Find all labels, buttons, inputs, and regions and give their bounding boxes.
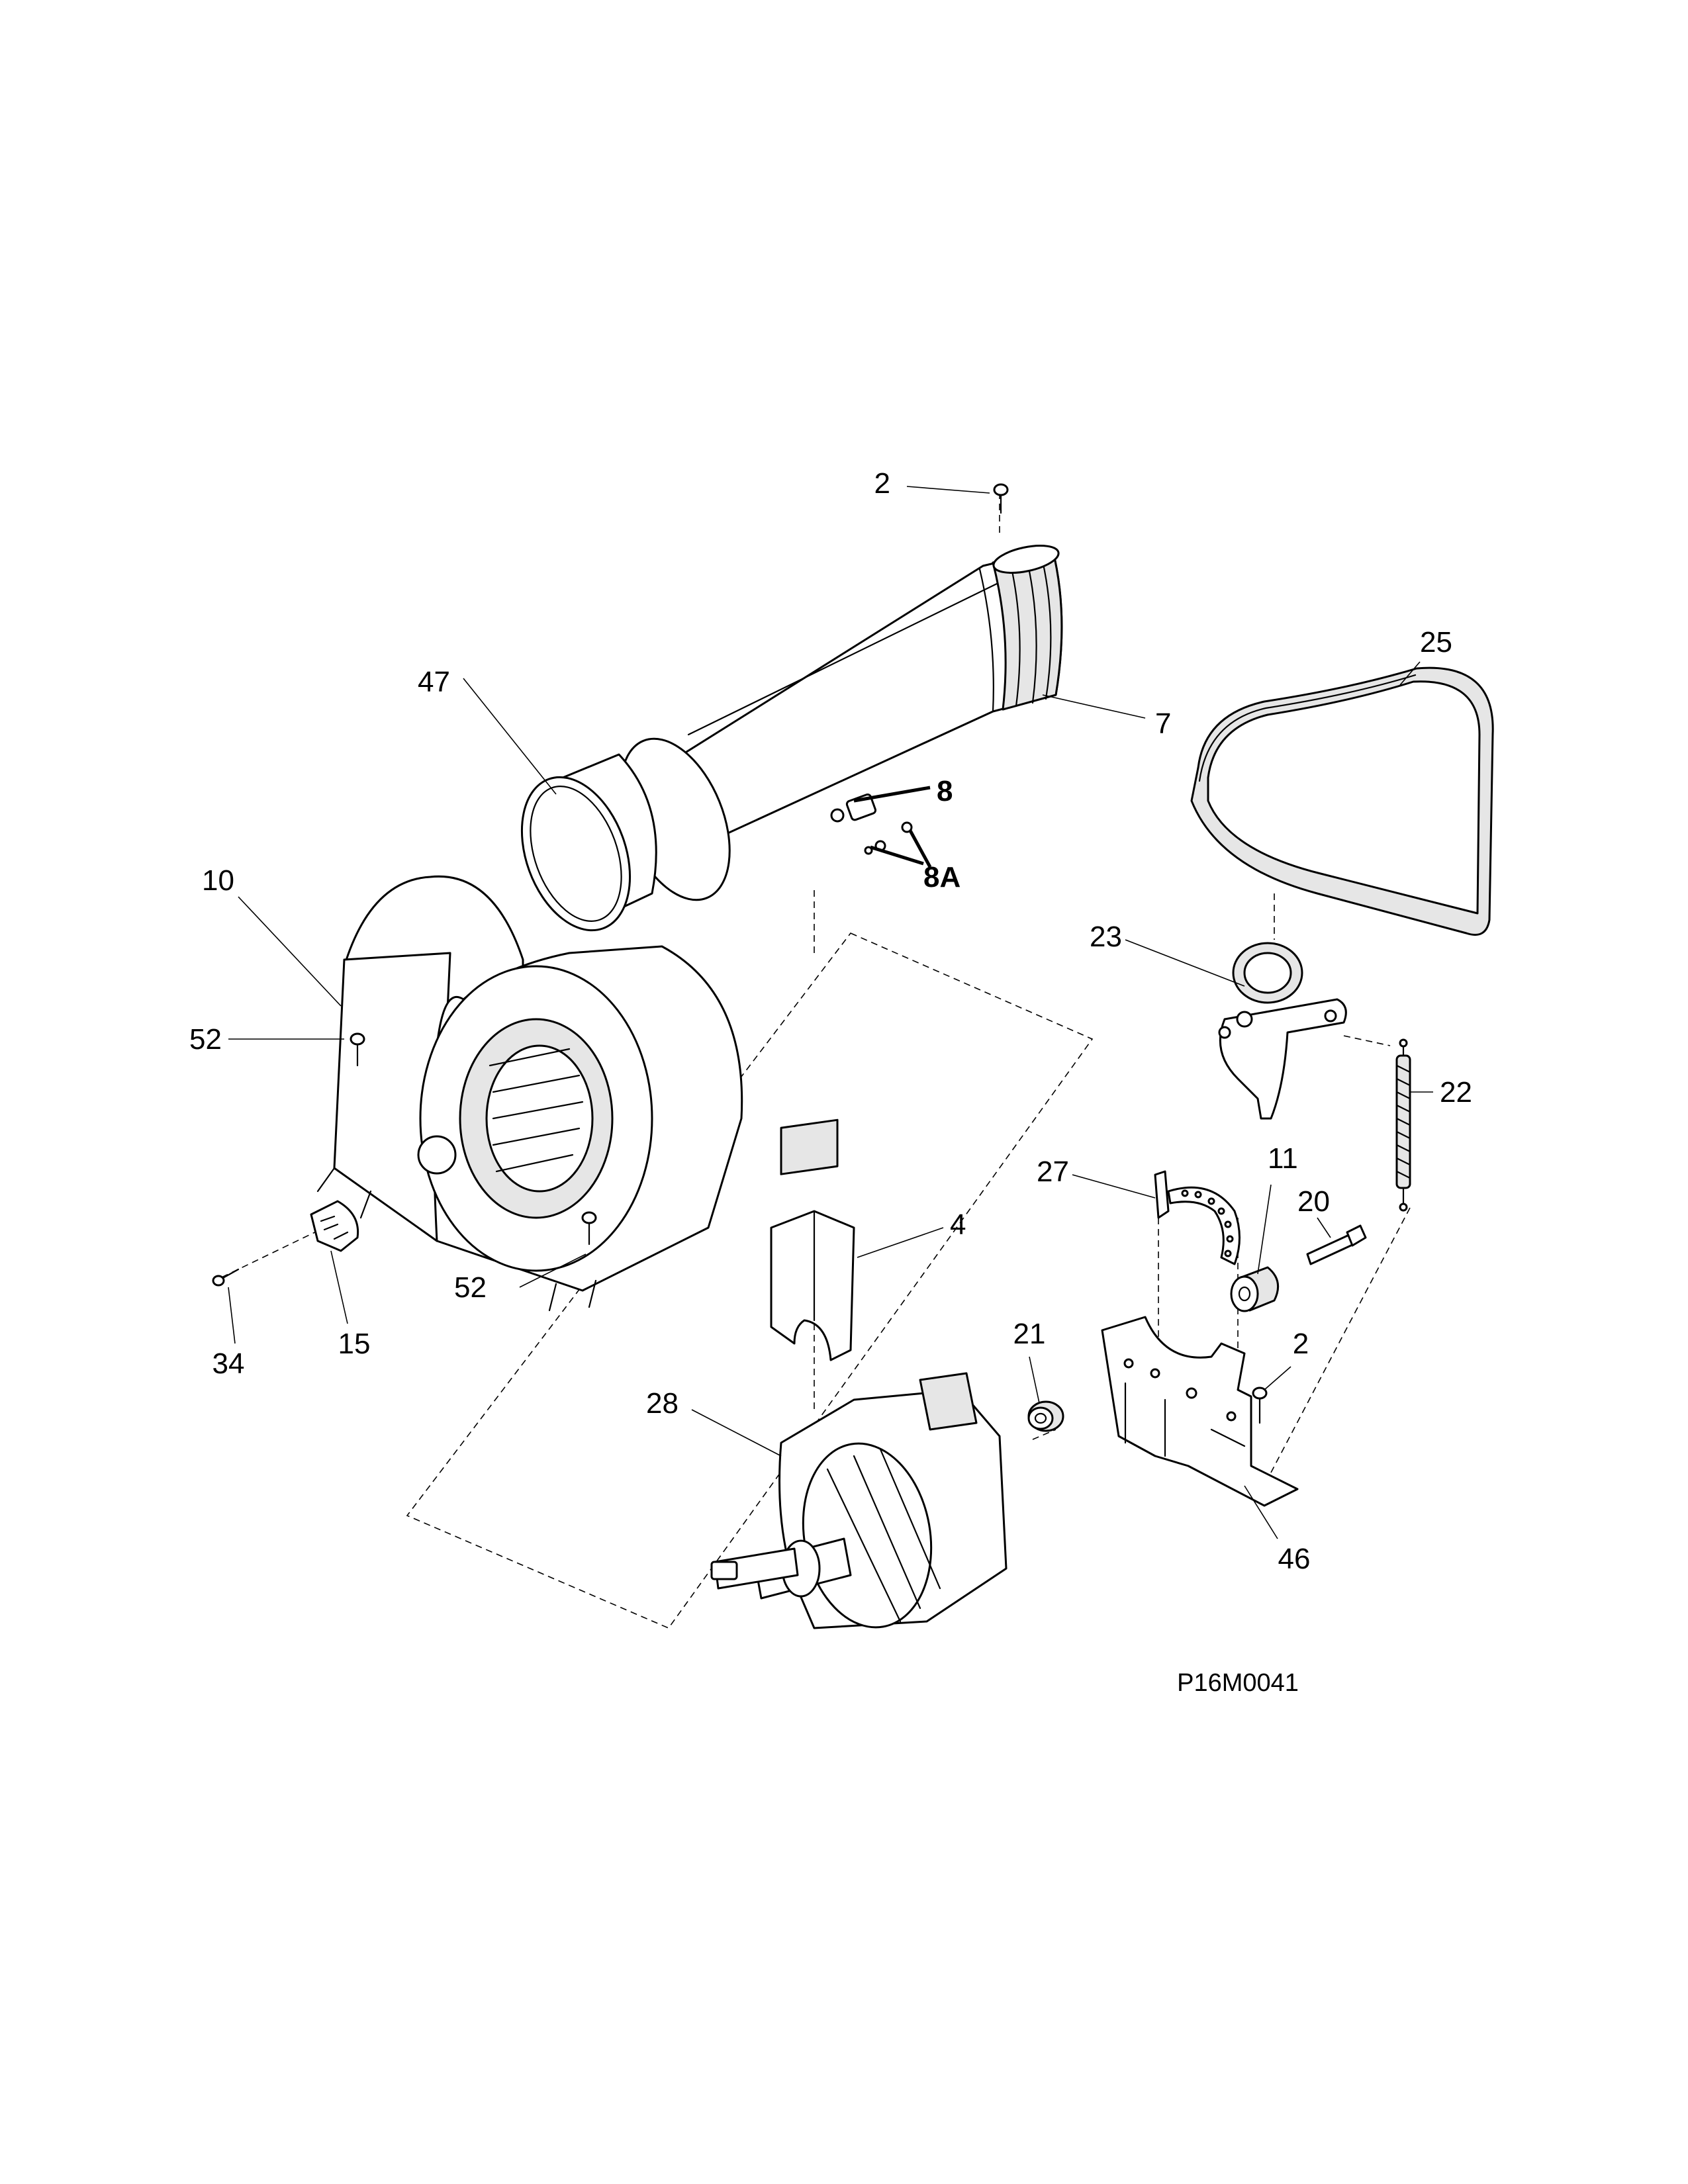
callout-2-top: 2 xyxy=(874,467,890,500)
callout-21: 21 xyxy=(1013,1318,1046,1350)
screw-part-52-lower xyxy=(581,1211,597,1246)
callout-20: 20 xyxy=(1297,1185,1330,1218)
drive-belt-part-25 xyxy=(1190,666,1494,936)
motor-bracket-part-46 xyxy=(1101,1316,1299,1507)
callout-8a: 8A xyxy=(923,861,961,893)
callout-46: 46 xyxy=(1278,1543,1311,1575)
callout-28: 28 xyxy=(646,1387,679,1420)
screw-part-2-bracket xyxy=(1252,1387,1268,1424)
callout-47: 47 xyxy=(418,666,450,698)
bumper-part-11 xyxy=(1230,1266,1280,1312)
diagram-code: P16M0041 xyxy=(1177,1669,1299,1697)
motor-mount-part-4 xyxy=(770,1118,855,1361)
callout-52-upper: 52 xyxy=(189,1023,222,1056)
callout-15: 15 xyxy=(338,1328,371,1360)
screw-part-52-upper xyxy=(350,1032,365,1067)
screw-part-2-top xyxy=(993,483,1009,514)
bolt-part-20 xyxy=(1306,1224,1367,1265)
connector-part-15 xyxy=(310,1200,359,1252)
callout-25: 25 xyxy=(1420,626,1452,659)
drive-motor-part-28 xyxy=(710,1372,1008,1629)
bearing-part-21 xyxy=(1027,1400,1064,1432)
leader-lines xyxy=(228,486,1433,1539)
screw-part-34 xyxy=(212,1268,240,1287)
callout-11: 11 xyxy=(1268,1142,1298,1175)
tension-spring-part-22 xyxy=(1395,1038,1411,1212)
callout-labels: 2 47 7 8 8A 25 10 23 52 22 27 11 20 4 52… xyxy=(189,467,1472,1575)
callout-27: 27 xyxy=(1037,1156,1069,1188)
seal-ring-part-47 xyxy=(520,753,657,932)
callout-10: 10 xyxy=(202,864,234,897)
callout-23: 23 xyxy=(1090,921,1122,953)
motor-clamp-part-27 xyxy=(1154,1170,1241,1265)
callout-2-bracket: 2 xyxy=(1293,1328,1309,1360)
callout-4: 4 xyxy=(950,1208,966,1241)
callout-22: 22 xyxy=(1440,1076,1472,1109)
callout-7: 7 xyxy=(1155,707,1171,740)
callout-52-lower: 52 xyxy=(454,1271,487,1304)
callout-8: 8 xyxy=(937,775,953,807)
blower-housing-part-10 xyxy=(316,875,743,1312)
callout-34: 34 xyxy=(212,1347,245,1380)
drum-pulley-tube-part-7 xyxy=(620,545,1063,901)
idler-pulley-part-23 xyxy=(1218,942,1347,1120)
